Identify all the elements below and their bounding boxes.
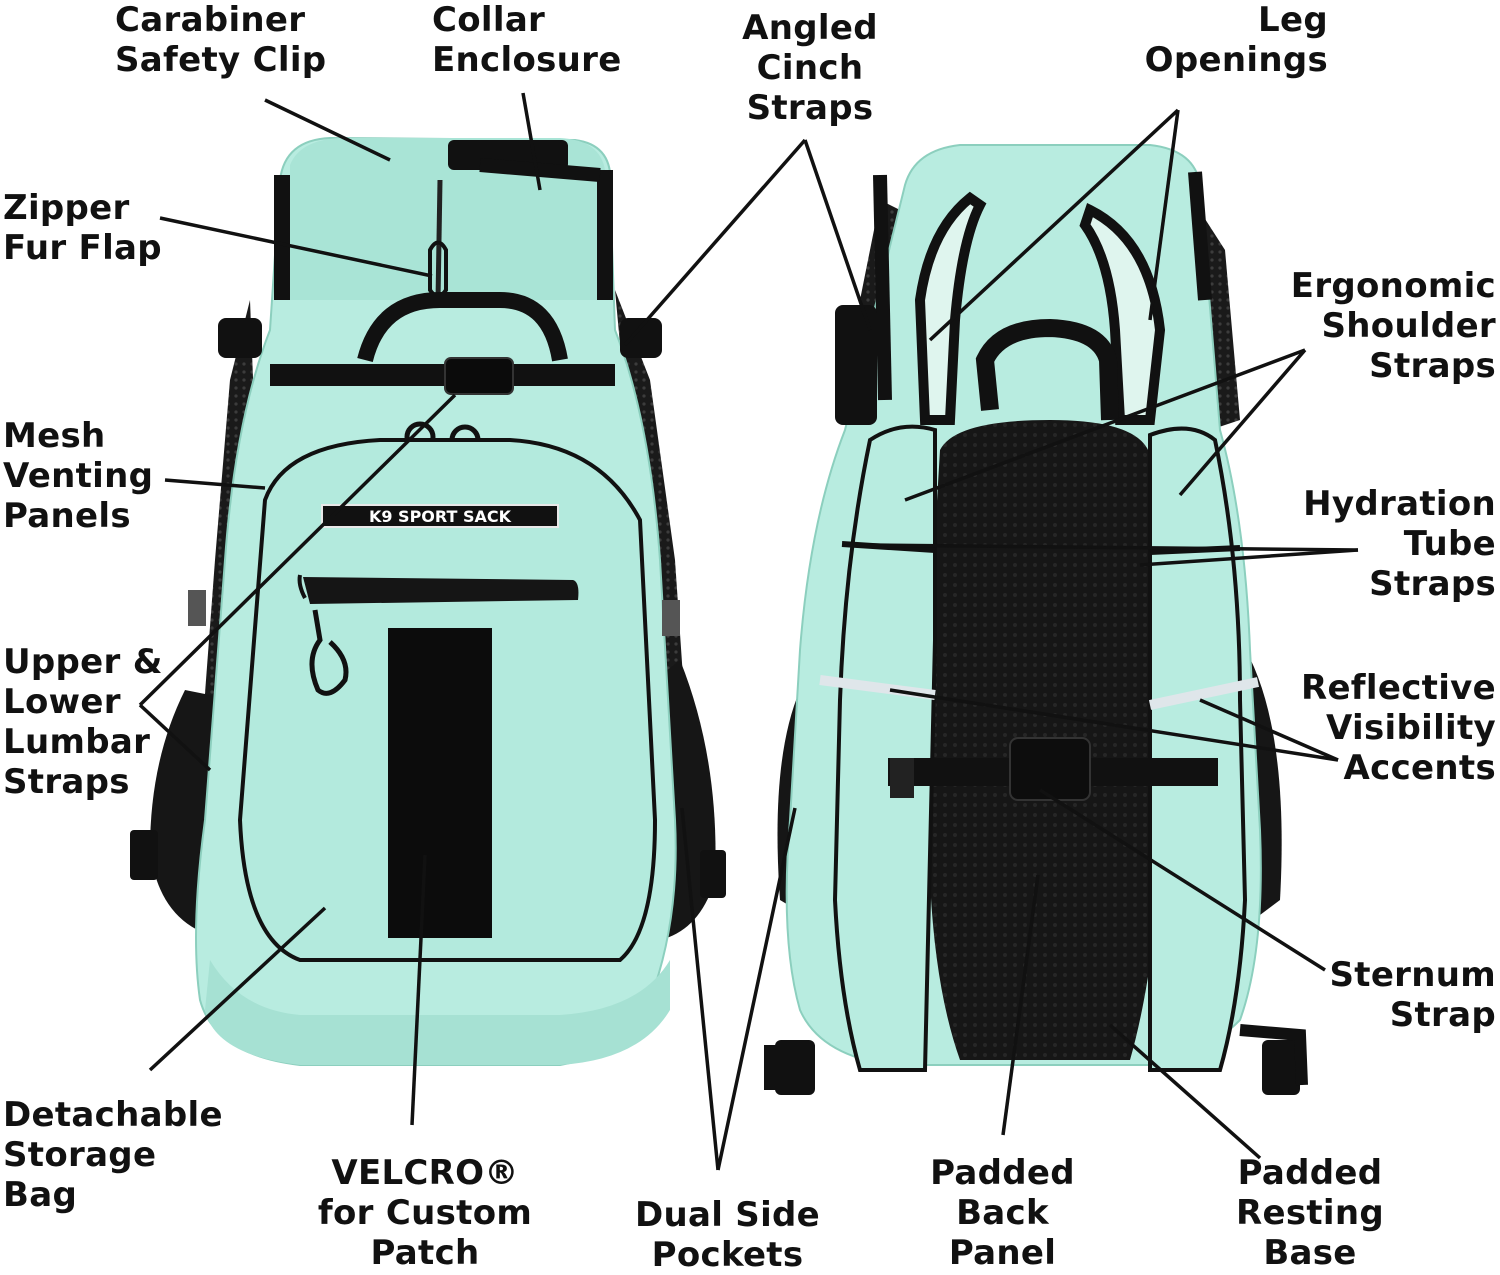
reflective-accent-right — [1148, 677, 1260, 710]
brand-logo-text: K9 SPORT SACK — [369, 507, 512, 526]
leg-opening-left — [914, 191, 987, 425]
label-leg-openings: Leg Openings — [1144, 0, 1328, 80]
top-handle — [357, 292, 568, 363]
shoulder-strap-right — [1147, 426, 1248, 1072]
front-backpack: K9 SPORT SACK — [130, 136, 726, 1066]
label-lumbar-straps: Upper & Lower Lumbar Straps — [3, 642, 163, 802]
label-dual-side-pockets: Dual Side Pockets — [634, 1195, 821, 1275]
label-angled-cinch-straps: Angled Cinch Straps — [742, 8, 878, 128]
collar-piece — [448, 140, 568, 170]
front-buckle — [444, 357, 514, 395]
label-collar-enclosure: Collar Enclosure — [432, 0, 622, 80]
label-velcro-custom-patch: VELCRO® for Custom Patch — [317, 1153, 533, 1273]
label-hydration-tube-straps: Hydration Tube Straps — [1303, 484, 1496, 604]
label-zipper-fur-flap: Zipper Fur Flap — [3, 188, 162, 268]
top-hood — [290, 138, 605, 300]
leader-lines — [138, 92, 1359, 1171]
label-padded-resting-base: Padded Resting Base — [1235, 1153, 1385, 1273]
back-backpack — [764, 144, 1308, 1095]
label-sternum-strap: Sternum Strap — [1329, 955, 1496, 1035]
label-padded-back-panel: Padded Back Panel — [930, 1153, 1075, 1273]
label-ergonomic-shoulder-straps: Ergonomic Shoulder Straps — [1290, 266, 1496, 386]
label-detachable-storage-bag: Detachable Storage Bag — [3, 1095, 223, 1215]
label-carabiner-safety-clip: Carabiner Safety Clip — [115, 0, 327, 80]
brand-logo — [321, 504, 559, 528]
velcro-patch — [388, 628, 492, 938]
leg-opening-right — [1079, 202, 1166, 425]
label-mesh-venting-panels: Mesh Venting Panels — [3, 416, 154, 536]
label-reflective-visibility-accents: Reflective Visibility Accents — [1300, 668, 1496, 788]
shoulder-strap-left — [832, 424, 937, 1072]
